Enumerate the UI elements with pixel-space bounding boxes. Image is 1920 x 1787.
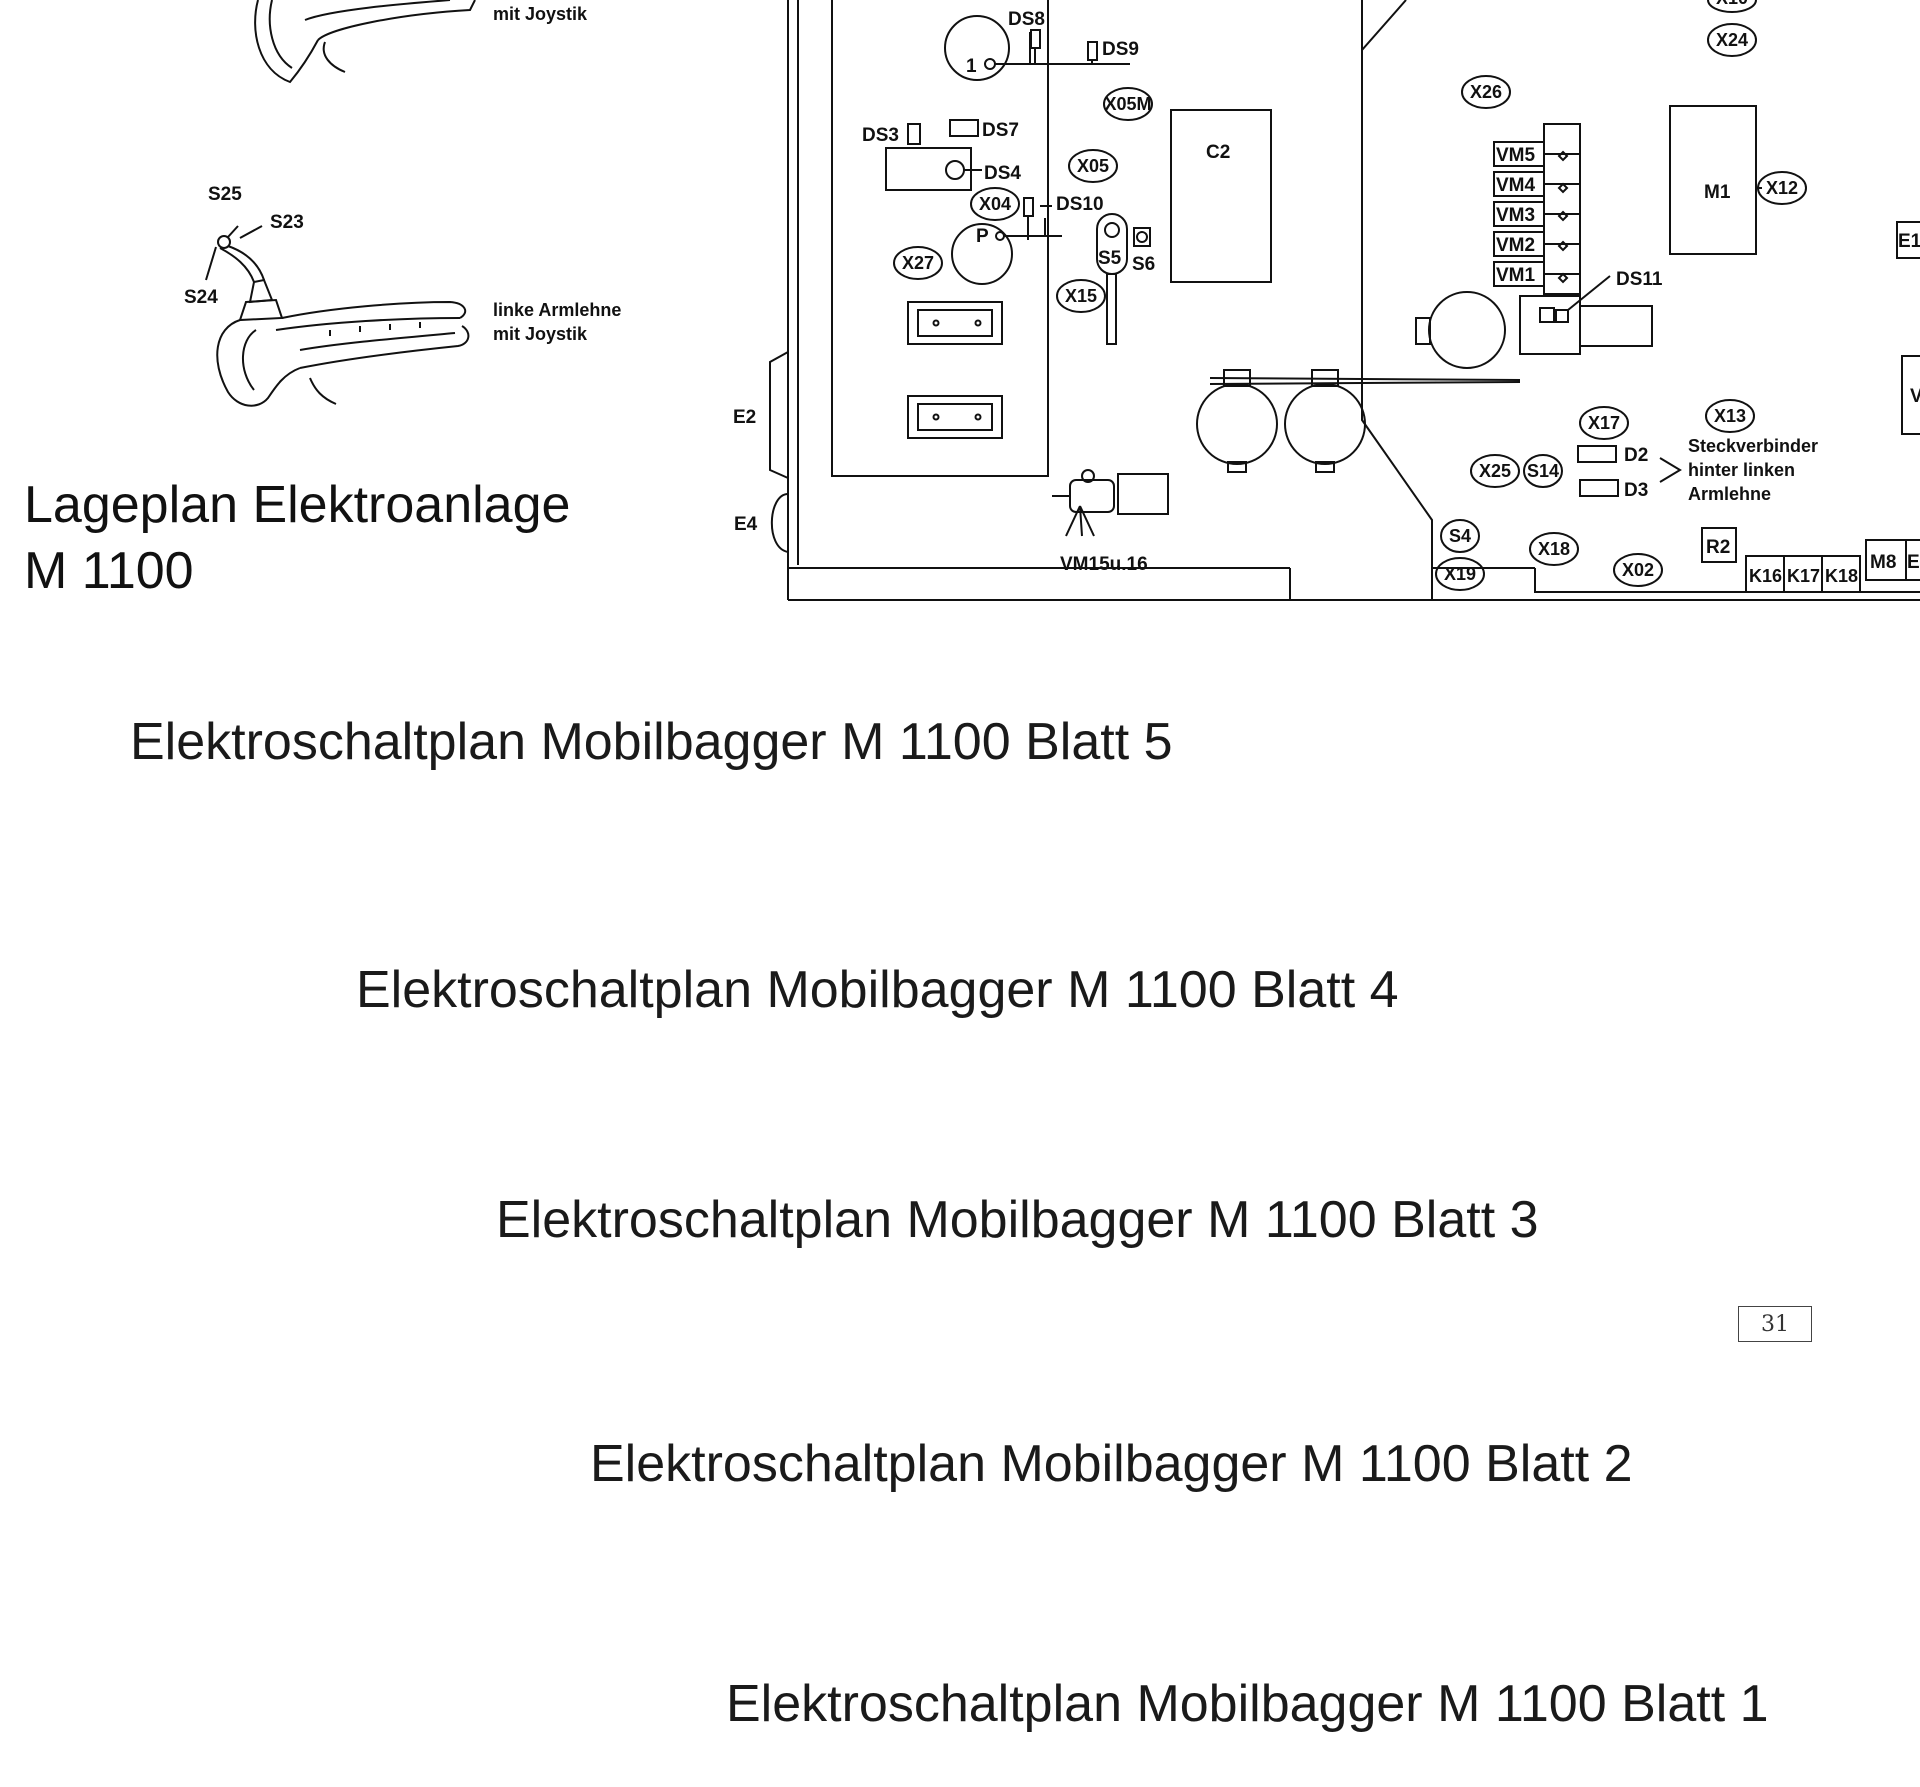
x13-label: X13 <box>1714 406 1746 426</box>
x25-label: X25 <box>1479 461 1511 481</box>
m1-label: M1 <box>1704 182 1731 203</box>
x17-label: X17 <box>1588 413 1620 433</box>
e2-label: E2 <box>733 407 756 428</box>
oval-x17 <box>1579 406 1629 440</box>
x18-label: X18 <box>1538 539 1570 559</box>
ds11-label: DS11 <box>1616 269 1663 290</box>
s5-label: S5 <box>1098 248 1122 269</box>
x27-label: X27 <box>902 253 934 273</box>
s4-label: S4 <box>1449 526 1471 546</box>
sheet-1-heading: Elektroschaltplan Mobilbagger M 1100 Bla… <box>726 1675 1769 1733</box>
k18-label: K18 <box>1825 566 1858 586</box>
oval-x13 <box>1705 399 1755 433</box>
title-line-1: Lageplan Elektroanlage <box>24 476 571 534</box>
ds4-label: DS4 <box>984 163 1021 184</box>
x05m-label: X05M <box>1104 94 1151 114</box>
s6-label: S6 <box>1132 254 1155 275</box>
ds10-label: DS10 <box>1056 194 1104 215</box>
ds9-label: DS9 <box>1102 39 1139 60</box>
oval-x15 <box>1056 279 1106 313</box>
title-line-2: M 1100 <box>24 542 194 600</box>
x26-label: X26 <box>1470 82 1502 102</box>
v-partial-label: V <box>1910 386 1920 407</box>
oval-x04 <box>970 187 1020 221</box>
x04-label: X04 <box>979 194 1011 214</box>
x05-label: X05 <box>1077 156 1109 176</box>
oval-x19 <box>1435 557 1485 591</box>
upper-armrest-drawing <box>254 0 476 84</box>
cab-outline <box>769 0 1920 601</box>
sheet-3-heading: Elektroschaltplan Mobilbagger M 1100 Bla… <box>496 1191 1539 1249</box>
r2-label: R2 <box>1706 537 1730 558</box>
vm4-label: VM4 <box>1496 175 1536 196</box>
x15-label: X15 <box>1065 286 1097 306</box>
e-partial-label: E <box>1907 552 1920 573</box>
p-label: P <box>976 226 989 247</box>
oval-x10 <box>1707 0 1757 13</box>
sheet-5-heading: Elektroschaltplan Mobilbagger M 1100 Bla… <box>130 713 1173 771</box>
page-title: Lageplan Elektroanlage M 1100 <box>24 472 570 604</box>
x02-label: X02 <box>1622 560 1654 580</box>
sheet-4-heading: Elektroschaltplan Mobilbagger M 1100 Bla… <box>356 961 1399 1019</box>
ds3-label: DS3 <box>862 125 899 146</box>
oval-s14 <box>1523 454 1563 488</box>
vm1-label: VM1 <box>1496 265 1536 286</box>
switch-s23-label: S23 <box>270 212 304 233</box>
e4-label: E4 <box>734 514 758 535</box>
component-cluster <box>885 15 1920 593</box>
s14-label: S14 <box>1527 461 1559 481</box>
oval-x02 <box>1613 553 1663 587</box>
switch-s25-label: S25 <box>208 184 242 205</box>
switch-s24-label: S24 <box>184 287 218 308</box>
oval-x05 <box>1068 149 1118 183</box>
x12-label: X12 <box>1766 178 1798 198</box>
lower-armrest-drawing <box>205 225 470 407</box>
upper-armrest-label: mit Joystik <box>493 4 588 24</box>
lower-armrest-label-2: mit Joystik <box>493 324 588 344</box>
oval-s4 <box>1440 519 1480 553</box>
oval-x18 <box>1529 532 1579 566</box>
oval-x12 <box>1757 171 1807 205</box>
connector-note-3: Armlehne <box>1688 484 1771 504</box>
x19-label: X19 <box>1444 564 1476 584</box>
connector-ovals <box>893 0 1807 591</box>
vm15-label: VM15u.16 <box>1060 554 1148 575</box>
vm2-label: VM2 <box>1496 235 1535 256</box>
vm5-label: VM5 <box>1496 145 1536 166</box>
page-number-box: 31 <box>1738 1306 1812 1342</box>
vm3-label: VM3 <box>1496 205 1535 226</box>
m8-label: M8 <box>1870 552 1896 573</box>
k17-label: K17 <box>1787 566 1820 586</box>
one-label: 1 <box>966 56 977 77</box>
e1-label: E1 <box>1898 231 1920 252</box>
oval-x24 <box>1707 23 1757 57</box>
oval-x25 <box>1470 454 1520 488</box>
x24-label: X24 <box>1716 30 1748 50</box>
wiring-location-diagram: mit Joystik linke Armlehne mit Joystik S… <box>184 0 1920 601</box>
diagram-labels: mit Joystik linke Armlehne mit Joystik S… <box>184 0 1920 586</box>
oval-x26 <box>1461 75 1511 109</box>
d2-label: D2 <box>1624 445 1648 466</box>
ds8-label: DS8 <box>1008 9 1045 30</box>
x10-label: X10 <box>1716 0 1748 8</box>
ds7-label: DS7 <box>982 120 1019 141</box>
lower-armrest-label-1: linke Armlehne <box>493 300 621 320</box>
connector-note-1: Steckverbinder <box>1688 436 1818 456</box>
oval-x05m <box>1103 87 1153 121</box>
k16-label: K16 <box>1749 566 1782 586</box>
sheet-2-heading: Elektroschaltplan Mobilbagger M 1100 Bla… <box>590 1435 1633 1493</box>
d3-label: D3 <box>1624 480 1648 501</box>
c2-label: C2 <box>1206 142 1230 163</box>
oval-x27 <box>893 246 943 280</box>
connector-note-2: hinter linken <box>1688 460 1795 480</box>
